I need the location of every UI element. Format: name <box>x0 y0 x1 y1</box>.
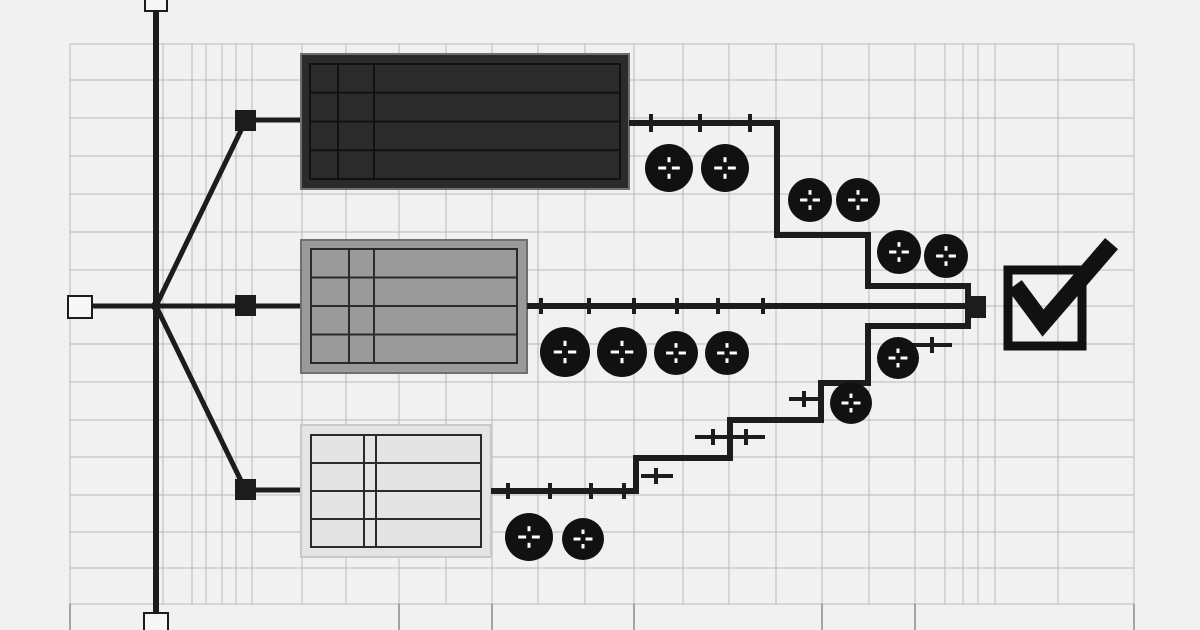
node-marker-icon <box>705 331 749 375</box>
source-trunk <box>67 0 169 630</box>
node-disc <box>597 327 647 377</box>
path-bottom-ticks <box>506 337 952 499</box>
node-marker-icon <box>877 337 919 379</box>
block-medium <box>300 239 528 374</box>
checkbox-checked-icon <box>1003 238 1118 351</box>
connector-middle <box>235 295 256 316</box>
path-bottom <box>491 306 971 499</box>
node-disc <box>654 331 698 375</box>
node-marker-icon <box>505 513 553 561</box>
node-marker-icon <box>836 178 880 222</box>
node-disc <box>540 327 590 377</box>
branch-line-bottom <box>153 304 248 491</box>
node-marker-icon <box>562 518 604 560</box>
checkmark <box>1008 238 1118 337</box>
node-disc <box>705 331 749 375</box>
node-disc <box>505 513 553 561</box>
trunk-top-terminal <box>144 0 168 12</box>
path-top-ticks <box>649 114 752 132</box>
connector-top <box>235 110 256 131</box>
connector-bottom <box>235 479 256 500</box>
block-light-table <box>310 434 482 548</box>
block-light <box>300 424 492 558</box>
trunk-bottom-terminal <box>143 612 169 630</box>
block-dark-table <box>309 63 621 180</box>
node-marker-icon <box>654 331 698 375</box>
path-middle-ticks <box>539 298 765 314</box>
node-marker-icon <box>830 382 872 424</box>
input-terminal <box>67 295 93 319</box>
path-top <box>629 114 971 306</box>
node-marker-icon <box>877 230 921 274</box>
node-markers <box>505 144 968 561</box>
block-medium-table <box>310 248 518 364</box>
node-marker-icon <box>597 327 647 377</box>
block-dark <box>300 53 630 190</box>
node-disc <box>924 234 968 278</box>
node-marker-icon <box>645 144 693 192</box>
node-marker-icon <box>540 327 590 377</box>
node-marker-icon <box>788 178 832 222</box>
node-disc <box>701 144 749 192</box>
node-disc <box>877 230 921 274</box>
node-disc <box>562 518 604 560</box>
path-top-line <box>629 120 971 306</box>
path-middle <box>527 298 975 314</box>
node-disc <box>877 337 919 379</box>
branch-lines <box>153 110 302 500</box>
node-marker-icon <box>701 144 749 192</box>
checkbox-frame <box>1003 265 1087 351</box>
node-disc <box>830 382 872 424</box>
branch-line-top <box>153 120 248 308</box>
node-disc <box>836 178 880 222</box>
node-disc <box>788 178 832 222</box>
node-disc <box>645 144 693 192</box>
destination <box>966 238 1118 351</box>
node-marker-icon <box>924 234 968 278</box>
path-bottom-line <box>491 306 971 494</box>
destination-connector <box>966 296 986 318</box>
